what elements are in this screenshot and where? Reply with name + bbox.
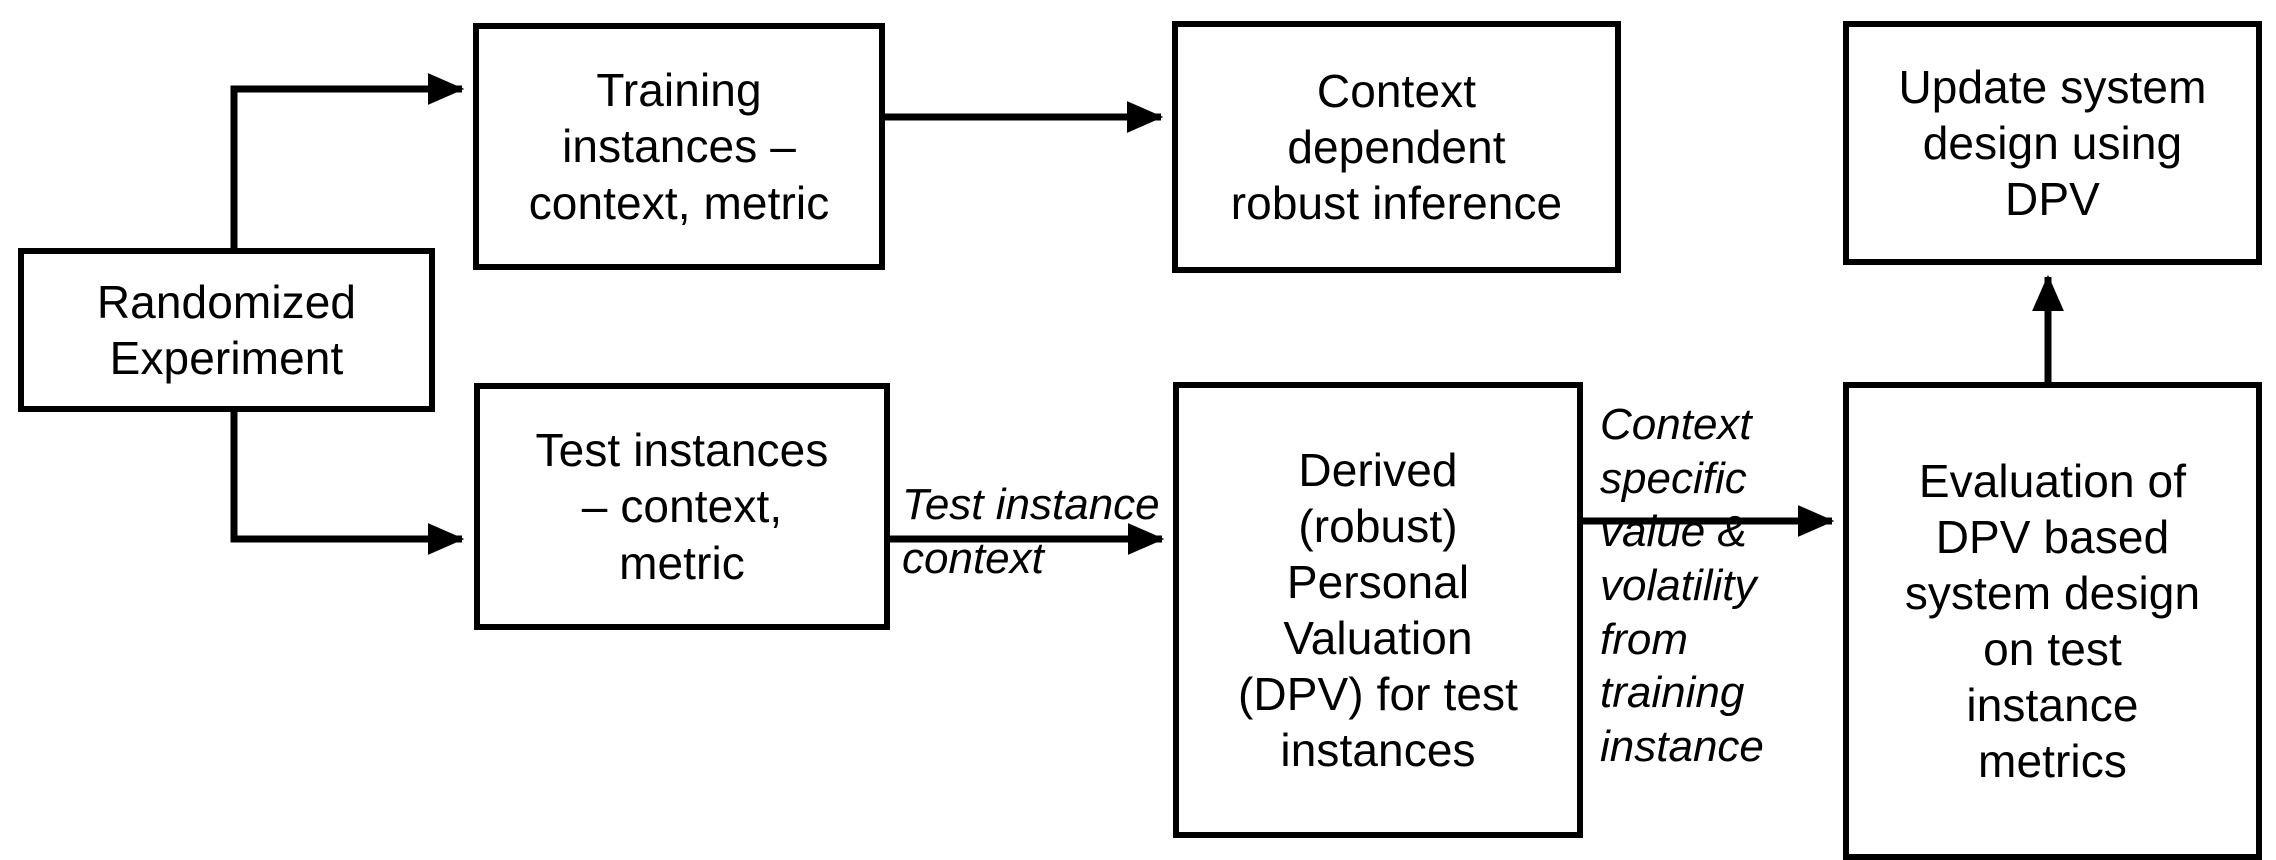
node-derived-personal-valuation[interactable]: Derived (robust) Personal Valuation (DPV… xyxy=(1173,382,1583,838)
edge-randomized-to-test xyxy=(230,412,465,556)
node-evaluation-dpv-system-design[interactable]: Evaluation of DPV based system design on… xyxy=(1843,382,2262,860)
edge-randomized-to-training xyxy=(230,72,465,248)
node-context-dependent-robust-inference[interactable]: Context dependent robust inference xyxy=(1172,21,1621,273)
node-test-instances[interactable]: Test instances – context, metric xyxy=(474,383,890,630)
node-evaluation-dpv-system-design-label: Evaluation of DPV based system design on… xyxy=(1904,454,2201,788)
node-randomized-experiment[interactable]: Randomized Experiment xyxy=(18,248,435,412)
node-update-system-design[interactable]: Update system design using DPV xyxy=(1843,21,2262,265)
node-derived-personal-valuation-label: Derived (robust) Personal Valuation (DPV… xyxy=(1237,443,1518,777)
edge-label-context-specific-value-volatility: Context specific value & volatility from… xyxy=(1600,400,1764,772)
node-context-dependent-robust-inference-label: Context dependent robust inference xyxy=(1230,64,1563,230)
edge-label-test-instance-context: Test instance context xyxy=(902,480,1160,583)
node-training-instances-label: Training instances – context, metric xyxy=(528,64,830,229)
node-test-instances-label: Test instances – context, metric xyxy=(535,424,829,589)
node-update-system-design-label: Update system design using DPV xyxy=(1898,60,2207,226)
node-training-instances[interactable]: Training instances – context, metric xyxy=(473,23,885,270)
node-randomized-experiment-label: Randomized Experiment xyxy=(96,275,357,384)
